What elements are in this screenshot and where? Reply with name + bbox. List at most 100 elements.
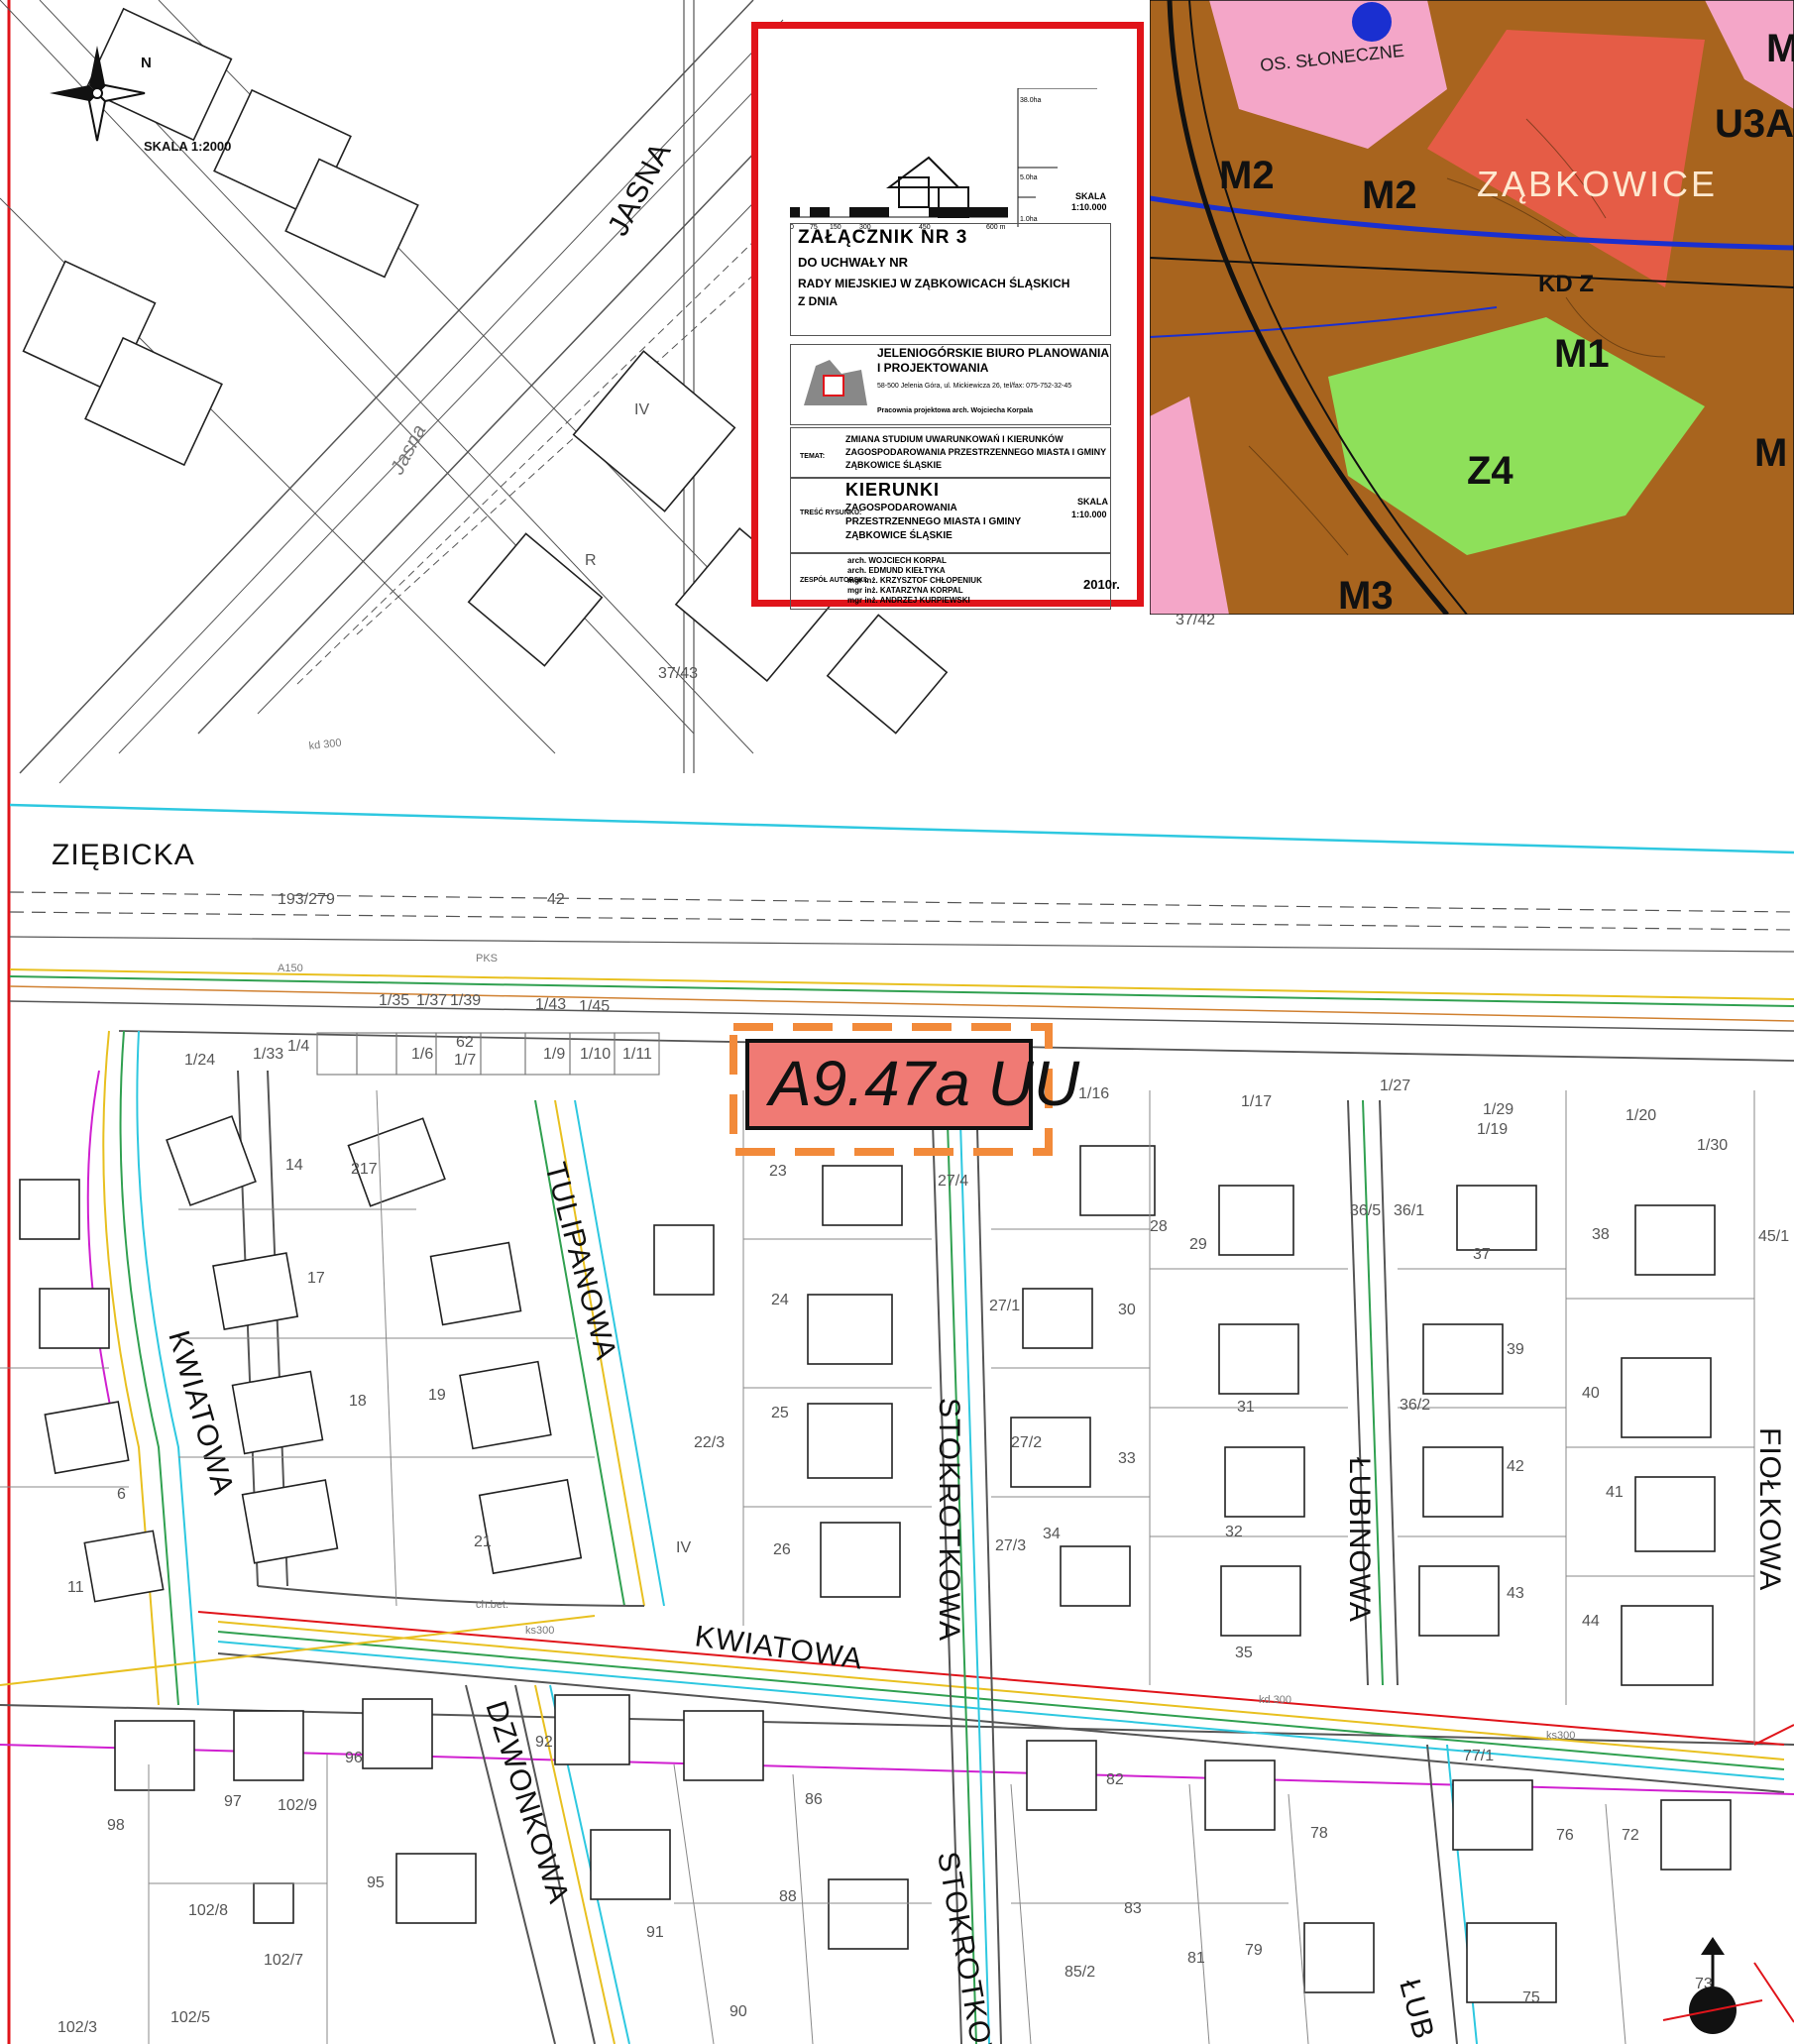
year-label: 2010r. — [1083, 577, 1120, 592]
svg-text:11: 11 — [67, 1579, 84, 1596]
stokrotkowa-road — [931, 1089, 1002, 2044]
lubinowa-road — [1347, 1099, 1399, 1686]
parcel-label: 1/11 — [622, 1046, 652, 1063]
svg-text:92: 92 — [535, 1734, 553, 1751]
svg-text:91: 91 — [646, 1924, 664, 1941]
svg-text:217: 217 — [351, 1161, 378, 1178]
residential-buildings — [19, 1115, 1732, 2003]
street-ziebicka-label: ZIĘBICKA — [52, 839, 195, 871]
svg-text:24: 24 — [771, 1292, 789, 1308]
svg-text:23: 23 — [769, 1163, 787, 1180]
top-left-buildings — [22, 7, 949, 735]
svg-text:39: 39 — [1507, 1341, 1524, 1358]
author-item: mgr inż. KATARZYNA KORPAL — [847, 586, 963, 595]
svg-text:17: 17 — [307, 1270, 325, 1287]
inset-label-zabkowice: ZĄBKOWICE — [1477, 164, 1718, 204]
plan-area-code: A9.47a UU — [769, 1048, 1080, 1119]
parcel-label: 1/35 — [379, 992, 409, 1009]
inset-label-u3a: U3A — [1715, 102, 1794, 146]
svg-text:36/2: 36/2 — [1400, 1397, 1430, 1414]
parcel-37-43-label: 37/43 — [658, 665, 698, 682]
svg-text:ks300: ks300 — [525, 1625, 554, 1637]
inset-label-m2b: M2 — [1362, 173, 1417, 217]
svg-text:102/5: 102/5 — [170, 2009, 210, 2026]
street-lubinowa-label: ŁUBINOWA — [1343, 1457, 1376, 1623]
scale-bar-graphic: 38.0ha 5.0ha 1.0ha 0 75 150 300 450 600 … — [790, 88, 1097, 231]
parcel-label: 1/4 — [287, 1038, 309, 1055]
scale-tick-label: 75 — [810, 224, 818, 231]
inset-label-m1: M1 — [1554, 332, 1610, 376]
content-subtitle: ZAGOSPODAROWANIA PRZESTRZENNEGO MIASTA I… — [845, 503, 1022, 541]
author-item: mgr inż. ANDRZEJ KURPIEWSKI — [847, 596, 970, 605]
svg-text:18: 18 — [349, 1393, 367, 1410]
svg-text:102/9: 102/9 — [278, 1797, 317, 1814]
author-item: mgr inż. KRZYSZTOF CHŁOPENIUK — [847, 576, 982, 585]
svg-text:40: 40 — [1582, 1385, 1600, 1402]
svg-text:76: 76 — [1556, 1827, 1574, 1844]
svg-text:A150: A150 — [278, 963, 303, 974]
parcel-label: 1/27 — [1380, 1078, 1410, 1094]
svg-text:29: 29 — [1189, 1236, 1207, 1253]
svg-text:R: R — [585, 552, 597, 569]
area-label: 1.0ha — [1020, 216, 1038, 223]
attachment-heading: ZAŁĄCZNIK NR 3 — [798, 227, 968, 248]
scale-value: 1:10.000 — [1071, 510, 1107, 519]
svg-text:45/1: 45/1 — [1758, 1228, 1789, 1245]
svg-text:37: 37 — [1473, 1246, 1491, 1263]
resolution-line-3: Z DNIA — [798, 294, 838, 308]
scale-tick-label: 300 — [859, 224, 871, 231]
parcel-numbers: 14 217 17 18 19 21 6 11 22/3 23 24 25 26… — [57, 401, 1789, 2036]
parcel-label: 1/20 — [1626, 1107, 1656, 1124]
svg-text:PKS: PKS — [476, 953, 498, 965]
scale-tick-label: 0 — [790, 224, 794, 231]
resolution-line-2: RADY MIEJSKIEJ W ZĄBKOWICACH ŚLĄSKICH — [798, 277, 1070, 290]
street-stokrotkowa-label: STOKROTKOWA — [933, 1398, 965, 1642]
svg-text:30: 30 — [1118, 1302, 1136, 1318]
parcel-label: 1/17 — [1241, 1093, 1272, 1110]
svg-text:96: 96 — [345, 1750, 363, 1766]
parcel-label: 193/279 — [278, 891, 335, 908]
firm-logo-icon — [804, 360, 867, 405]
content-key: TREŚĆ RYSUNKU: — [800, 510, 862, 516]
svg-text:kd 300: kd 300 — [1259, 1694, 1291, 1706]
svg-text:42: 42 — [1507, 1458, 1524, 1475]
svg-text:72: 72 — [1622, 1827, 1639, 1844]
svg-text:77/1: 77/1 — [1463, 1748, 1494, 1764]
parcel-label: 1/30 — [1697, 1137, 1728, 1154]
firm-address: 58-500 Jelenia Góra, ul. Mickiewicza 26,… — [877, 383, 1072, 390]
svg-text:44: 44 — [1582, 1613, 1600, 1630]
svg-text:85/2: 85/2 — [1065, 1964, 1095, 1981]
svg-text:14: 14 — [285, 1157, 303, 1174]
svg-text:38: 38 — [1592, 1226, 1610, 1243]
firm-name: JELENIOGÓRSKIE BIURO PLANOWANIA I PROJEK… — [877, 346, 1109, 375]
parcel-42-label: 42 — [547, 891, 565, 908]
highlight-boundary — [729, 1023, 1053, 1156]
parcel-label: 1/39 — [450, 992, 481, 1009]
svg-text:82: 82 — [1106, 1771, 1124, 1788]
svg-text:33: 33 — [1118, 1450, 1136, 1467]
svg-text:27/1: 27/1 — [989, 1298, 1020, 1314]
inset-label-z4: Z4 — [1467, 449, 1514, 493]
svg-text:79: 79 — [1245, 1942, 1263, 1959]
svg-text:41: 41 — [1606, 1484, 1624, 1501]
svg-text:27/4: 27/4 — [938, 1173, 968, 1190]
svg-text:32: 32 — [1225, 1524, 1243, 1540]
narrow-parcels-row — [316, 1032, 660, 1076]
svg-text:26: 26 — [773, 1541, 791, 1558]
svg-text:35: 35 — [1235, 1645, 1253, 1661]
scale2-value: 1:10.000 — [1071, 202, 1107, 212]
topic-text: ZMIANA STUDIUM UWARUNKOWAŃ I KIERUNKÓW Z… — [845, 434, 1107, 470]
parcel-37-42-label: 37/42 — [1176, 612, 1215, 628]
parcel-label: 1/33 — [253, 1046, 283, 1063]
svg-text:36/5: 36/5 — [1350, 1202, 1381, 1219]
parcel-label: 1/19 — [1477, 1121, 1508, 1138]
plan-area-label: A9.47a UU — [745, 1039, 1079, 1130]
scale-tick-label: 600 m — [986, 224, 1006, 231]
study-map-inset: OS. SŁONECZNE ZĄBKOWICE M2 M2 M1 M3 Z4 U… — [1150, 0, 1794, 615]
area-label: 38.0ha — [1020, 97, 1042, 104]
parcel-label: 1/43 — [535, 996, 566, 1013]
scale-tick-label: 450 — [919, 224, 931, 231]
parcel-label: 1/24 — [184, 1052, 215, 1069]
svg-text:28: 28 — [1150, 1218, 1168, 1235]
scale-tick-label: 150 — [830, 224, 841, 231]
